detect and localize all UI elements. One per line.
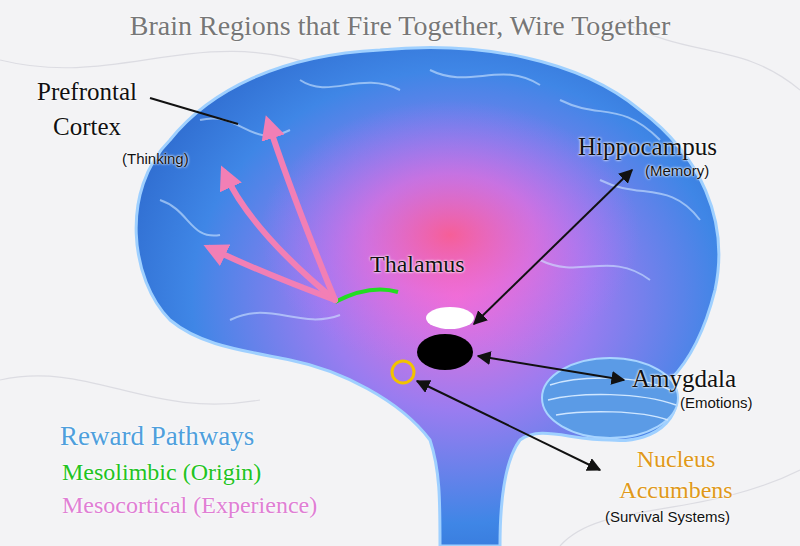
leader-lines <box>150 98 632 470</box>
marble-veins <box>0 20 800 546</box>
mesocortical-arrow <box>268 122 335 300</box>
function-label: (Survival Systems) <box>605 508 730 526</box>
brain-gyri <box>160 70 700 320</box>
leader-arrow <box>417 381 600 470</box>
leader-arrow <box>474 170 632 324</box>
leader-arrow <box>478 356 624 380</box>
legend-entry: Mesocortical (Experience) <box>62 489 317 522</box>
leader-line <box>150 98 238 124</box>
mesocortical-arrows <box>210 122 335 300</box>
gyrus-line <box>300 80 400 90</box>
legend-entry: Mesolimbic (Origin) <box>62 456 317 489</box>
region-label: Hippocampus <box>578 132 717 162</box>
legend-heading: Reward Pathways <box>60 420 254 452</box>
gyrus-line <box>160 200 220 236</box>
gyrus-line <box>430 70 540 85</box>
amygdala-mark <box>417 334 473 370</box>
mesolimbic-path <box>335 290 398 302</box>
region-label: Thalamus <box>370 250 465 279</box>
mesocortical-arrow <box>224 172 335 300</box>
function-label: (Memory) <box>645 162 709 180</box>
nucleus-accumbens-mark <box>392 361 414 383</box>
gyrus-line <box>200 118 290 135</box>
hippocampus-mark <box>426 307 474 329</box>
legend: Mesolimbic (Origin) Mesocortical (Experie… <box>62 456 317 522</box>
region-label: Amygdala <box>632 364 736 394</box>
legend-text: Mesocortical (Experience) <box>62 492 317 518</box>
gyrus-line <box>540 260 650 280</box>
gyrus-line <box>230 313 340 320</box>
region-label: Prefrontal Cortex <box>12 74 162 144</box>
legend-text: Mesolimbic (Origin) <box>62 459 261 485</box>
marble-vein <box>0 376 260 404</box>
function-label: (Emotions) <box>680 394 753 412</box>
function-label: (Thinking) <box>122 150 189 168</box>
region-label: Nucleus Accumbens <box>606 444 746 506</box>
diagram-title: Brain Regions that Fire Together, Wire T… <box>0 10 800 42</box>
